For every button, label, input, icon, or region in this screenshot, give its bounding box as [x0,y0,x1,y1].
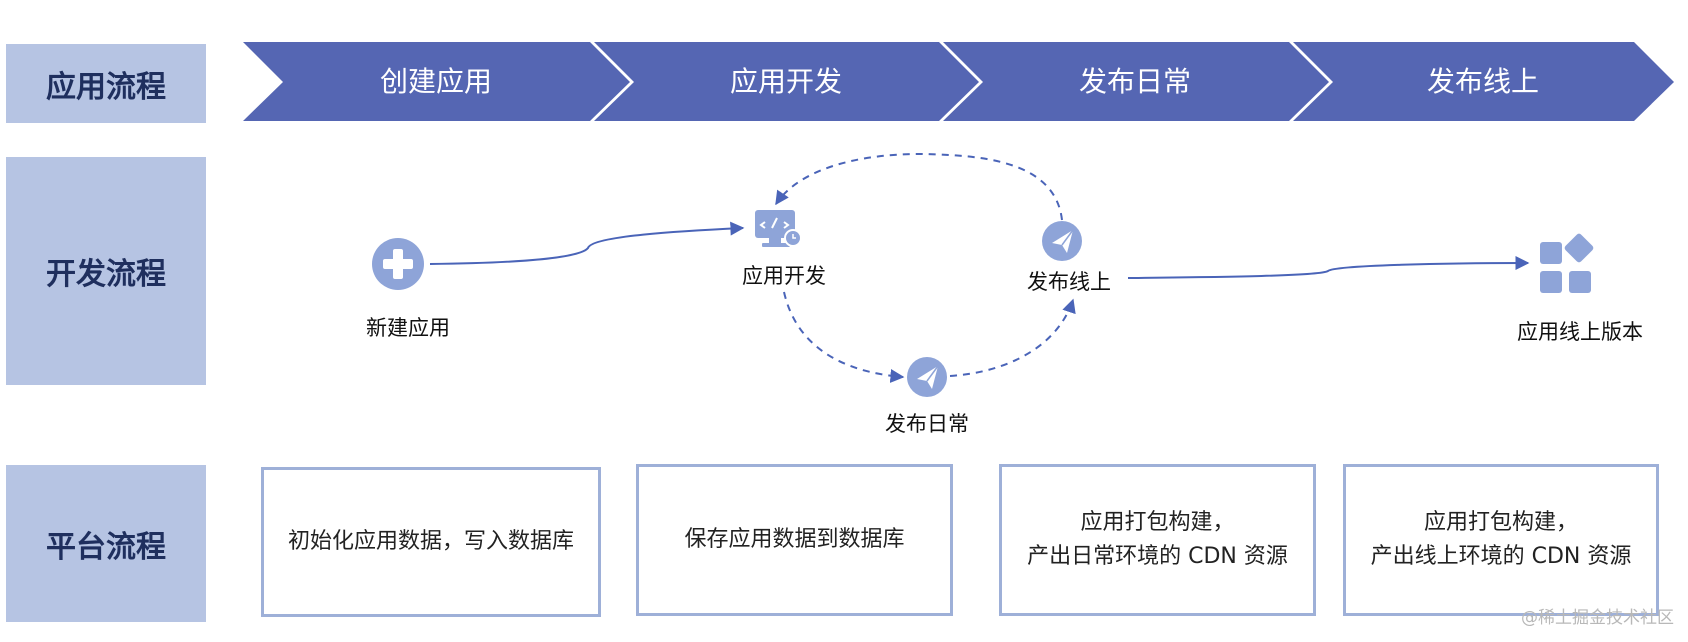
stage-chevron-3 [943,42,1329,121]
row-label-platform-flow: 平台流程 [6,465,206,622]
node-label-online-version: 应用线上版本 [1517,320,1643,344]
paper-plane-icon [907,357,947,397]
stage-chevrons [243,42,1674,121]
platform-step-2: 保存应用数据到数据库 [636,464,953,616]
node-label-new-app: 新建应用 [366,316,450,340]
apps-grid-icon [1540,233,1594,293]
plus-circle-icon [372,238,424,290]
connector-online-to-version [1127,256,1530,279]
stage-label-3: 发布日常 [1078,65,1191,98]
watermark: @稀土掘金技术社区 [1521,608,1674,628]
loop-online-to-develop [775,152,1063,221]
connector-new-to-develop [429,221,745,265]
stage-label-1: 创建应用 [379,65,492,98]
loop-daily-to-online [949,298,1076,377]
stage-chevron-2 [594,42,979,121]
platform-step-2-line1: 保存应用数据到数据库 [684,527,905,552]
stage-label-2: 应用开发 [729,65,842,98]
platform-step-3-line1: 应用打包构建， [1080,510,1235,535]
stage-chevron-4 [1293,42,1674,121]
platform-step-4-line1: 应用打包构建， [1423,510,1578,535]
paper-plane-icon [1042,221,1082,261]
node-label-publish-online: 发布线上 [1027,270,1111,294]
node-label-publish-daily: 发布日常 [885,412,969,436]
code-monitor-icon [755,210,802,247]
platform-step-1-line1: 初始化应用数据，写入数据库 [287,529,574,554]
platform-step-3: 应用打包构建， 产出日常环境的 CDN 资源 [999,464,1316,616]
platform-step-1: 初始化应用数据，写入数据库 [261,467,601,617]
row-label-app-flow: 应用流程 [6,44,206,123]
stage-chevron-1 [243,42,630,121]
platform-step-4: 应用打包构建， 产出线上环境的 CDN 资源 [1343,464,1659,616]
platform-step-3-line2: 产出日常环境的 CDN 资源 [1027,544,1288,569]
loop-develop-to-daily [783,291,905,383]
row-label-dev-flow: 开发流程 [6,157,206,385]
stage-label-4: 发布线上 [1426,65,1539,98]
platform-step-4-line2: 产出线上环境的 CDN 资源 [1370,544,1632,569]
node-label-develop: 应用开发 [742,264,826,288]
